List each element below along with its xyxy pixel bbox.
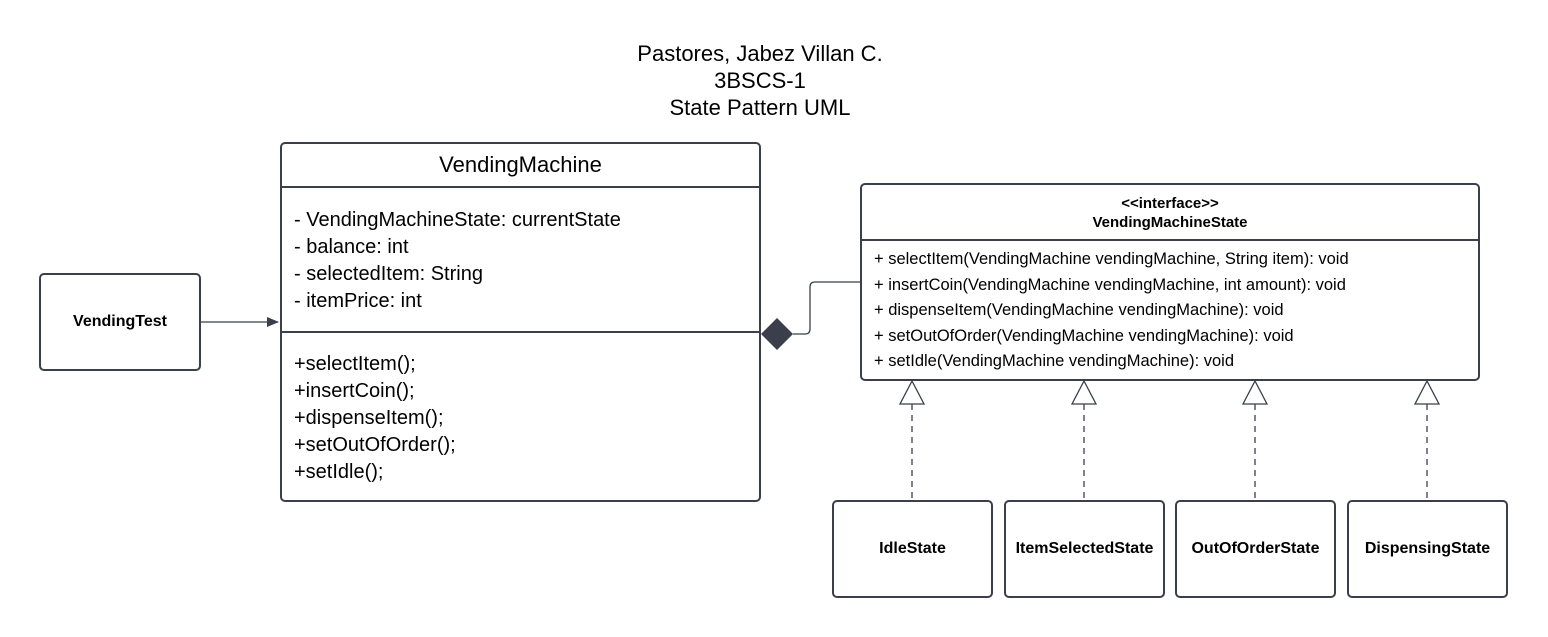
interface-method-select-item: + selectItem(VendingMachine vendingMachi…	[874, 250, 1349, 268]
vending-machine-attributes: - VendingMachineState: currentState - ba…	[282, 188, 759, 333]
composition-line	[793, 281, 860, 335]
dispensing-state-class[interactable]: DispensingState	[1347, 500, 1508, 598]
vending-machine-name: VendingMachine	[282, 144, 759, 188]
diagram-title: State Pattern UML	[669, 95, 851, 120]
method-select-item: +selectItem();	[294, 353, 416, 375]
idle-state-class[interactable]: IdleState	[832, 500, 993, 598]
attribute-current-state: - VendingMachineState: currentState	[294, 209, 621, 231]
author-name: Pastores, Jabez Villan C.	[637, 41, 883, 66]
method-insert-coin: +insertCoin();	[294, 380, 415, 402]
item-selected-state-name: ItemSelectedState	[1015, 540, 1154, 557]
out-of-order-state-name: OutOfOrderState	[1191, 540, 1320, 557]
out-of-order-state-class[interactable]: OutOfOrderState	[1175, 500, 1336, 598]
method-set-out-of-order: +setOutOfOrder();	[294, 434, 456, 456]
attribute-balance: - balance: int	[294, 236, 409, 258]
realization-idle	[898, 379, 926, 500]
composition-diamond	[761, 318, 793, 350]
item-selected-state-class[interactable]: ItemSelectedState	[1004, 500, 1165, 598]
section-label: 3BSCS-1	[714, 68, 806, 93]
diagram-header: Pastores, Jabez Villan C. 3BSCS-1 State …	[0, 40, 1520, 121]
vending-test-name: VendingTest	[73, 313, 167, 330]
vending-test-class[interactable]: VendingTest	[39, 273, 201, 371]
interface-method-insert-coin: + insertCoin(VendingMachine vendingMachi…	[874, 275, 1346, 294]
realization-item-selected	[1070, 379, 1098, 500]
interface-header: <<interface>> VendingMachineState	[862, 185, 1478, 241]
attribute-selected-item: - selectedItem: String	[294, 263, 483, 285]
dispensing-state-name: DispensingState	[1364, 540, 1491, 557]
method-set-idle: +setIdle();	[294, 461, 384, 483]
vending-machine-state-interface[interactable]: <<interface>> VendingMachineState + sele…	[860, 183, 1480, 381]
realization-dispensing	[1413, 379, 1441, 500]
realization-out-of-order	[1241, 379, 1269, 500]
method-dispense-item: +dispenseItem();	[294, 407, 444, 429]
interface-methods: + selectItem(VendingMachine vendingMachi…	[862, 241, 1478, 375]
interface-method-set-idle: + setIdle(VendingMachine vendingMachine)…	[874, 352, 1235, 370]
interface-method-set-out-of-order: + setOutOfOrder(VendingMachine vendingMa…	[874, 326, 1294, 345]
interface-name: VendingMachineState	[1092, 214, 1248, 231]
interface-stereotype: <<interface>>	[1121, 195, 1219, 212]
idle-state-name: IdleState	[879, 540, 946, 557]
attribute-item-price: - itemPrice: int	[294, 290, 422, 312]
vending-machine-methods: +selectItem(); +insertCoin(); +dispenseI…	[282, 333, 759, 486]
interface-method-dispense-item: + dispenseItem(VendingMachine vendingMac…	[874, 301, 1284, 319]
vending-machine-class[interactable]: VendingMachine - VendingMachineState: cu…	[280, 142, 761, 502]
